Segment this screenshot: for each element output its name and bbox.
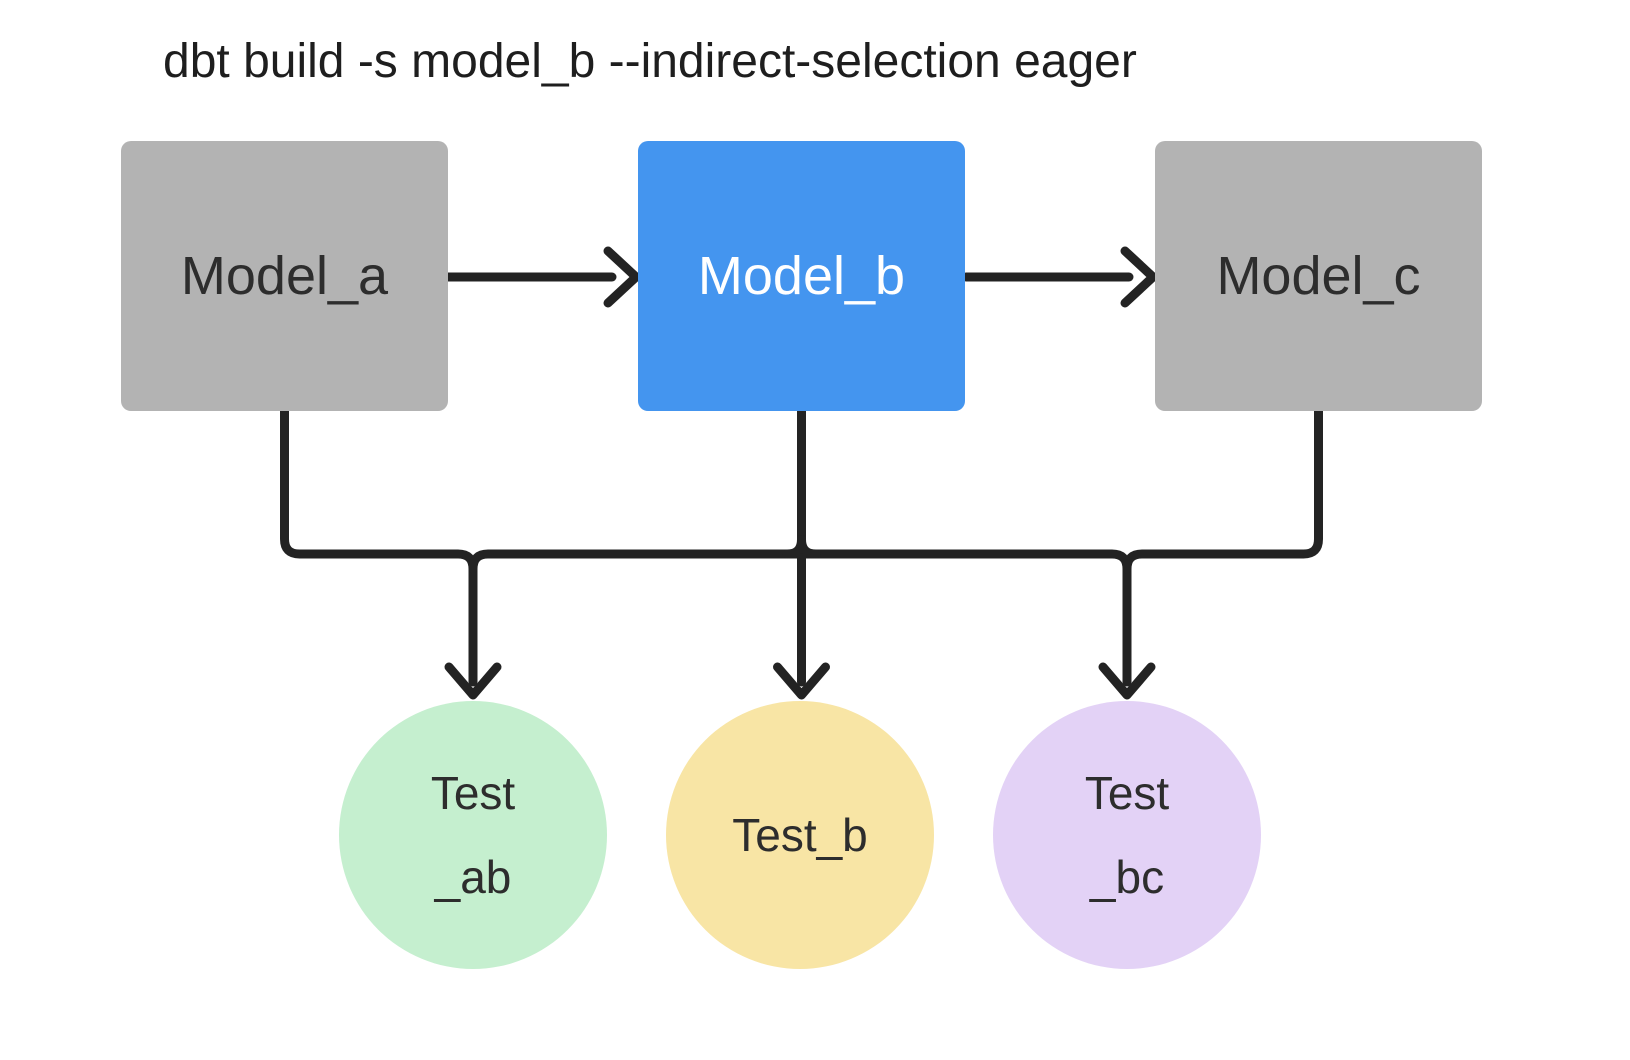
arrowhead-model-c xyxy=(1120,246,1158,308)
node-test-ab-label-line1: Test xyxy=(430,767,516,819)
node-test-b: Test_b xyxy=(666,701,934,969)
node-test-ab: Test _ab xyxy=(339,701,607,969)
edge-model-a-to-test-ab xyxy=(280,406,478,687)
node-model-c: Model_c xyxy=(1155,141,1482,411)
edge-model-c-to-test-bc xyxy=(1122,406,1323,687)
node-test-bc-label-line2: _bc xyxy=(1089,851,1165,903)
arrowhead-test-ab xyxy=(444,662,502,700)
node-test-b-label: Test_b xyxy=(732,809,868,861)
diagram-title: dbt build -s model_b --indirect-selectio… xyxy=(163,35,1137,88)
node-model-a-label: Model_a xyxy=(180,246,389,306)
arrowhead-test-bc xyxy=(1098,662,1156,700)
node-model-b-label: Model_b xyxy=(697,246,906,306)
arrowhead-test-b xyxy=(773,662,830,700)
edge-right-bus-to-model-b xyxy=(797,549,1132,574)
node-model-c-label: Model_c xyxy=(1216,246,1421,306)
node-test-bc-label-line1: Test xyxy=(1084,767,1170,819)
edge-left-bus-to-model-b xyxy=(468,549,806,574)
node-model-a: Model_a xyxy=(121,141,448,411)
arrowhead-model-b xyxy=(603,246,641,308)
node-model-b-selected: Model_b xyxy=(638,141,965,411)
junction-fillet-right xyxy=(797,535,821,559)
node-test-ab-label-line2: _ab xyxy=(434,851,512,903)
node-test-bc: Test _bc xyxy=(993,701,1261,969)
